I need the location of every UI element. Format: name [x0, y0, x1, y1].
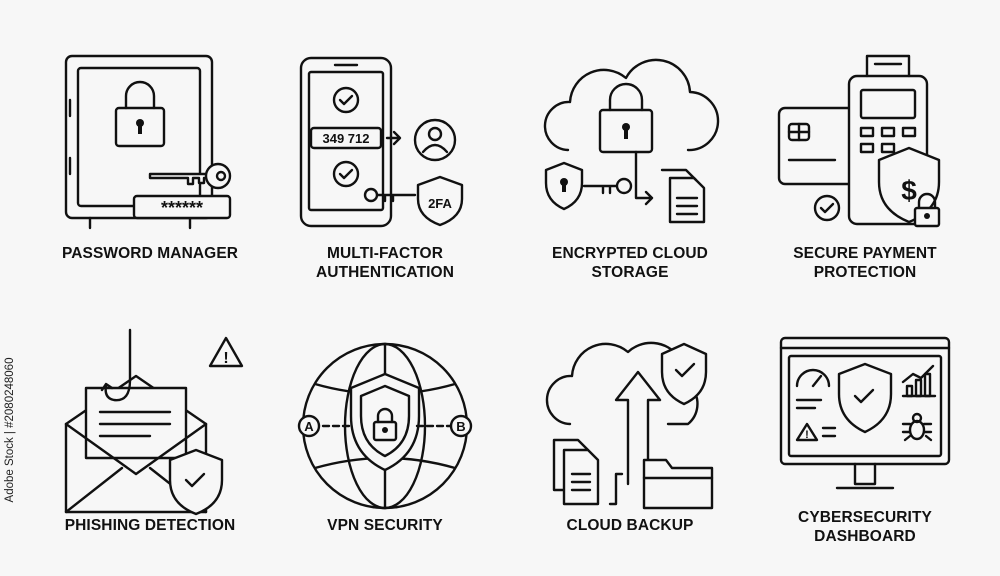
password-mask: ******: [161, 198, 203, 218]
tile-cybersecurity-dashboard: ! CYBERSECURITY DASHBOARD: [740, 288, 990, 576]
node-b: B: [456, 419, 465, 434]
cloud-upload-icon: [540, 328, 720, 518]
tile-password-manager: ****** PASSWORD MANAGER: [25, 8, 275, 296]
globe-vpn-icon: A B: [295, 328, 475, 518]
tile-label: VPN SECURITY: [327, 517, 443, 534]
tile-label: MULTI-FACTOR AUTHENTICATION: [315, 245, 455, 281]
tile-label: PASSWORD MANAGER: [61, 245, 239, 262]
tile-label: CLOUD BACKUP: [566, 517, 694, 534]
tile-secure-payment: $ SECURE PAYMENT PROTECTION: [740, 8, 990, 296]
alert-mark: !: [223, 350, 228, 367]
alert-mark: !: [805, 429, 809, 441]
monitor-dashboard-icon: !: [775, 328, 955, 518]
tile-phishing-detection: ! PHISHING DETECTION: [25, 288, 275, 576]
phone-2fa-icon: 349 712 2FA: [295, 48, 475, 238]
badge-2fa: 2FA: [428, 196, 452, 211]
tile-label: PHISHING DETECTION: [64, 517, 236, 534]
safe-lock-key-icon: ******: [60, 48, 240, 238]
tile-cloud-backup: CLOUD BACKUP: [505, 288, 755, 576]
cloud-lock-icon: [540, 48, 720, 238]
tile-label: CYBERSECURITY DASHBOARD: [798, 509, 932, 545]
tile-vpn-security: A B VPN SECURITY: [260, 288, 510, 576]
tile-label: SECURE PAYMENT PROTECTION: [793, 245, 937, 281]
auth-code: 349 712: [323, 131, 370, 146]
currency-symbol: $: [901, 175, 917, 206]
pos-terminal-shield-icon: $: [775, 48, 955, 238]
node-a: A: [304, 419, 314, 434]
tile-label: ENCRYPTED CLOUD STORAGE: [552, 245, 708, 281]
envelope-hook-icon: !: [60, 328, 240, 518]
tile-encrypted-cloud: ENCRYPTED CLOUD STORAGE: [505, 8, 755, 296]
tile-mfa: 349 712 2FA MULTI-FACTOR AUTHENTICATION: [260, 8, 510, 296]
